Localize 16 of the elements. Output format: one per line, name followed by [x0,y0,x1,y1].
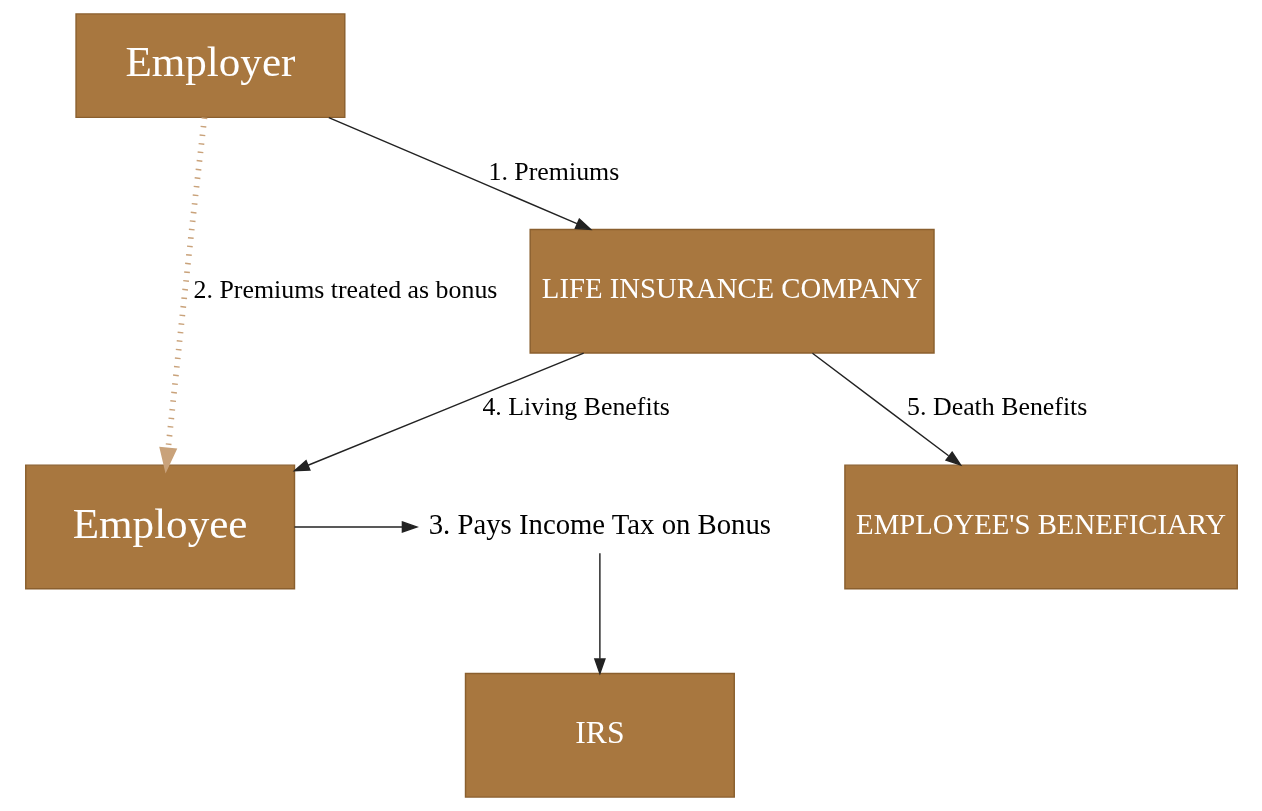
arrow [811,352,962,467]
arrow [293,520,419,533]
node-box: LIFE INSURANCE COMPANY [528,228,935,354]
node-box: Employer [74,13,345,119]
edge-label: 5. Death Benefits [906,392,1087,422]
node-box: Employee [24,464,295,590]
node-box: EMPLOYEE'S BENEFICIARY [843,464,1238,590]
edge-label: 1. Premiums [488,156,619,186]
arrow [327,116,593,231]
arrow [158,117,207,474]
edge-label: 4. Living Benefits [481,392,670,422]
arrow [593,552,606,676]
node-box: IRS [464,672,735,798]
node-text: 3. Pays Income Tax on Bonus [428,508,771,541]
arrow [292,352,584,472]
edge-label: 2. Premiums treated as bonus [193,274,497,304]
